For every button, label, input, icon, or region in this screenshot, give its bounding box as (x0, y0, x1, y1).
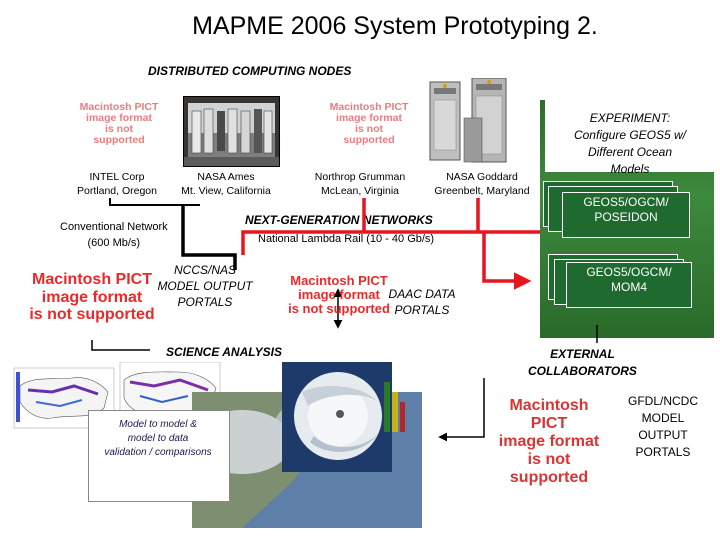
pict-placeholder-intel: Macintosh PICT image format is not suppo… (79, 101, 159, 146)
node-intel-label: INTEL Corp Portland, Oregon (77, 171, 157, 197)
nccs-model-output-portals: NCCS/NAS MODEL OUTPUT PORTALS (157, 263, 253, 309)
node-nasa-goddard-label: NASA Goddard Greenbelt, Maryland (434, 171, 530, 197)
page-title: MAPME 2006 System Prototyping 2. (192, 12, 598, 40)
science-analysis-label: SCIENCE ANALYSIS (166, 345, 283, 359)
model-comparison-box (88, 410, 230, 502)
pict-placeholder-gfdl: Macintosh PICT image format is not suppo… (498, 397, 600, 486)
conventional-network-label: Conventional Network (600 Mb/s) (60, 221, 168, 249)
node-nasa-ames-label: NASA Ames Mt. View, California (181, 171, 271, 197)
nccs-bracket (91, 340, 150, 351)
model-box-poseidon: GEOS5/OGCM/ POSEIDON (562, 192, 690, 238)
pict-placeholder-northrop: Macintosh PICT image format is not suppo… (329, 101, 409, 146)
experiment-label: EXPERIMENT: Configure GEOS5 w/ Different… (573, 111, 687, 176)
nasa-goddard-servers-photo (420, 77, 520, 166)
gfdl-ncdc-model-output-portals: GFDL/NCDC MODEL OUTPUT PORTALS (627, 394, 698, 459)
gfdl-to-analysis-arrow (438, 378, 485, 442)
daac-data-portals: DAAC DATA PORTALS (388, 287, 456, 317)
next-gen-network-line (241, 230, 540, 255)
node-northrop-label: Northrop Grumman McLean, Virginia (314, 171, 406, 197)
pict-placeholder-nccs: Macintosh PICT image format is not suppo… (29, 271, 155, 323)
model-box-mom4: GEOS5/OGCM/ MOM4 (566, 262, 692, 308)
next-gen-vertical-3 (482, 232, 532, 290)
nasa-ames-photo (183, 96, 280, 167)
next-gen-networks-label: NEXT-GENERATION NETWORKS (245, 213, 433, 227)
external-collaborators-label: EXTERNAL COLLABORATORS (528, 347, 637, 378)
conventional-network-line (109, 198, 200, 206)
experiment-label-bg (545, 100, 715, 172)
section-title-computing-nodes: DISTRIBUTED COMPUTING NODES (148, 64, 352, 78)
model-comparison-label: Model to model & model to data validatio… (104, 419, 212, 458)
lambda-rail-label: National Lambda Rail (10 - 40 Gb/s) (258, 233, 435, 245)
conventional-network-line-2 (181, 205, 237, 270)
pict-placeholder-daac: Macintosh PICT image format is not suppo… (288, 273, 390, 316)
